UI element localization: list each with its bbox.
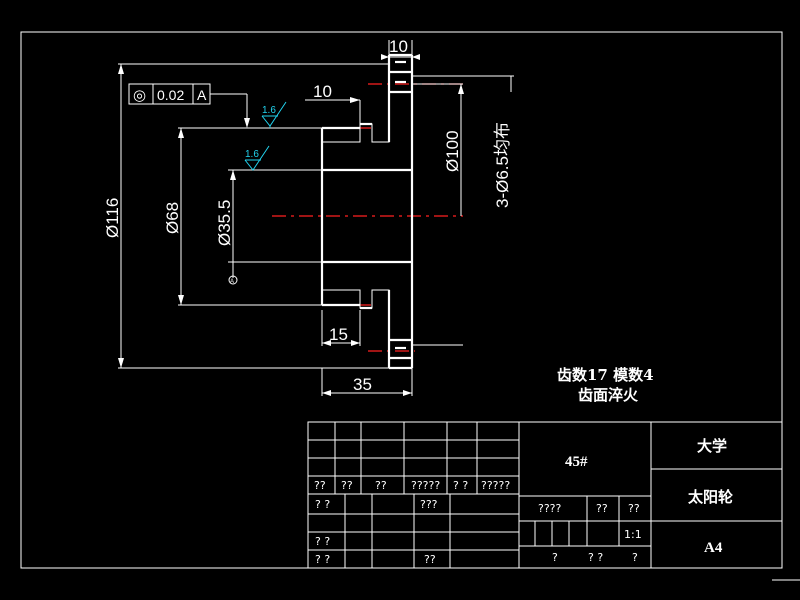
dim-d68: Ø68 bbox=[163, 202, 182, 234]
stage-cell: ?? bbox=[596, 502, 608, 515]
material-text: 45# bbox=[565, 454, 588, 470]
paper-size: A4 bbox=[704, 540, 723, 556]
dim-15: 15 bbox=[329, 325, 348, 344]
stage-cell: ???? bbox=[538, 502, 562, 515]
arrow-heads bbox=[118, 54, 464, 396]
roughness-symbol-1: 1.6 bbox=[261, 101, 287, 128]
stage-cell: ?? bbox=[628, 502, 640, 515]
dim-d35-5: Ø35.5 bbox=[215, 200, 234, 246]
title-cell: ??? bbox=[420, 498, 438, 511]
dimension-lines bbox=[118, 40, 514, 396]
title-block bbox=[307, 421, 783, 569]
header-cell: ?? bbox=[375, 479, 387, 492]
tolerance-value: 0.02 bbox=[157, 87, 184, 103]
dim-d100: Ø100 bbox=[443, 130, 462, 172]
tolerance-datum: A bbox=[197, 87, 207, 103]
svg-text:A: A bbox=[230, 279, 234, 285]
roughness-value: 1.6 bbox=[262, 105, 276, 116]
dim-top-10: 10 bbox=[389, 37, 408, 56]
roughness-symbol-2: 1.6 bbox=[244, 145, 270, 171]
note-hardening: 齿面淬火 bbox=[578, 386, 639, 404]
section-hatch-upper bbox=[321, 91, 413, 171]
header-cell: ????? bbox=[411, 479, 440, 492]
part-outline bbox=[320, 53, 414, 370]
title-cell: ? ? bbox=[315, 553, 330, 566]
title-cell: ?? bbox=[424, 553, 436, 566]
scale-text: 1:1 bbox=[624, 528, 642, 541]
header-cell: ? ? bbox=[453, 479, 468, 492]
header-cell: ?? bbox=[314, 479, 326, 492]
bottom-cell: ? ? bbox=[588, 551, 603, 564]
tolerance-frame: ◎ 0.02 A bbox=[128, 83, 211, 105]
header-cell: ?? bbox=[341, 479, 353, 492]
dim-10: 10 bbox=[313, 82, 332, 101]
part-name: 太阳轮 bbox=[688, 488, 733, 506]
concentricity-icon: ◎ bbox=[133, 87, 146, 104]
bottom-cell: ? bbox=[552, 551, 558, 564]
note-teeth-module: 齿数17 模数4 bbox=[557, 366, 654, 384]
dim-holes: 3-Ø6.5均布 bbox=[493, 122, 512, 208]
dim-d116: Ø116 bbox=[103, 198, 122, 238]
roughness-value: 1.6 bbox=[245, 149, 259, 160]
datum-marker: A bbox=[228, 272, 238, 285]
drawing-border bbox=[20, 31, 783, 569]
school-name: 大学 bbox=[697, 437, 727, 455]
header-cell: ????? bbox=[481, 479, 510, 492]
title-cell: ? ? bbox=[315, 498, 330, 511]
dim-35: 35 bbox=[353, 375, 372, 394]
bottom-cell: ? bbox=[632, 551, 638, 564]
title-cell: ? ? bbox=[315, 535, 330, 548]
